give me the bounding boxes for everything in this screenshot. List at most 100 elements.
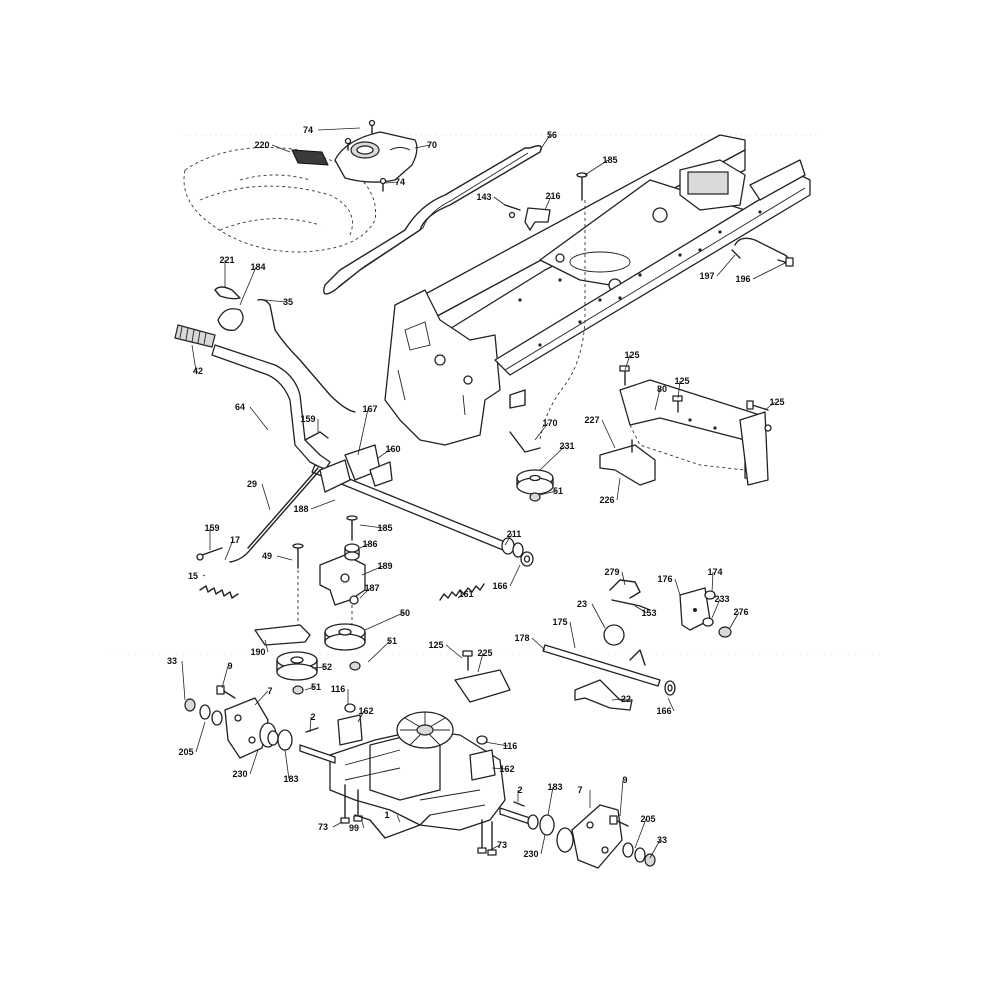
part-callout-160: 160 xyxy=(385,444,400,454)
part-callout-197: 197 xyxy=(699,271,714,281)
nut-51-top xyxy=(529,492,541,502)
part-callout-276: 276 xyxy=(733,607,748,617)
part-callout-50: 50 xyxy=(400,608,410,618)
bushing-183-right xyxy=(527,814,555,836)
callout-leader xyxy=(667,697,675,712)
callout-leader xyxy=(271,144,291,153)
callout-leader xyxy=(224,539,234,561)
spring-161 xyxy=(439,583,485,601)
pulley-231 xyxy=(516,469,554,495)
callout-leader xyxy=(539,490,557,496)
callout-leader xyxy=(357,408,369,456)
callout-leader xyxy=(361,565,384,576)
part-callout-190: 190 xyxy=(250,647,265,657)
part-callout-175: 175 xyxy=(552,617,567,627)
part-callout-51: 51 xyxy=(387,636,397,646)
callout-leader xyxy=(264,299,287,303)
part-callout-225: 225 xyxy=(477,648,492,658)
callout-leader xyxy=(377,448,392,459)
part-callout-1: 1 xyxy=(384,810,389,820)
part-callout-159: 159 xyxy=(300,414,315,424)
callout-leader xyxy=(491,767,506,770)
part-callout-185: 185 xyxy=(377,523,392,533)
washer-174 xyxy=(704,590,716,600)
callout-leader xyxy=(711,598,721,619)
callout-leader xyxy=(539,134,551,151)
bolt-185-mid xyxy=(346,515,358,541)
callout-leader xyxy=(332,821,343,828)
part-callout-15: 15 xyxy=(188,571,198,581)
callout-leader xyxy=(457,593,465,599)
part-callout-167: 167 xyxy=(362,404,377,414)
callout-leader xyxy=(569,621,576,649)
callout-leader xyxy=(619,779,624,817)
part-callout-186: 186 xyxy=(362,539,377,549)
callout-leader xyxy=(591,603,606,629)
part-callout-7: 7 xyxy=(267,686,272,696)
part-callout-161: 161 xyxy=(458,589,473,599)
callout-leader xyxy=(752,262,786,280)
part-callout-211: 211 xyxy=(507,529,522,539)
part-callout-166: 166 xyxy=(656,706,671,716)
callout-leader xyxy=(540,834,546,855)
callout-leader xyxy=(191,344,197,372)
callout-leader xyxy=(764,401,776,411)
part-callout-2: 2 xyxy=(310,712,315,722)
part-callout-125: 125 xyxy=(674,376,689,386)
knob-184 xyxy=(217,308,244,331)
part-callout-221: 221 xyxy=(219,255,234,265)
hitch-part xyxy=(731,237,790,264)
bolt-9-right xyxy=(609,815,629,827)
callout-leader xyxy=(674,578,681,596)
part-callout-51: 51 xyxy=(311,682,321,692)
callout-leader xyxy=(261,483,271,511)
part-callout-70: 70 xyxy=(427,140,437,150)
callout-leader xyxy=(624,354,631,371)
callout-leader xyxy=(716,254,736,277)
hub-7-right xyxy=(556,804,623,869)
part-callout-73: 73 xyxy=(497,840,507,850)
callout-leader xyxy=(477,652,484,673)
bushing-183-left xyxy=(267,729,293,751)
hood-ghost xyxy=(183,147,377,253)
callout-leader xyxy=(654,388,661,411)
callout-leader xyxy=(534,422,549,441)
callout-leader xyxy=(489,844,501,851)
part-callout-35: 35 xyxy=(283,297,293,307)
part-callout-42: 42 xyxy=(193,366,203,376)
callout-leader xyxy=(364,612,404,631)
bolts-73 xyxy=(340,784,497,856)
bracket-225 xyxy=(454,650,511,703)
part-callout-51: 51 xyxy=(553,486,563,496)
part-callout-56: 56 xyxy=(547,130,557,140)
part-callout-159: 159 xyxy=(204,523,219,533)
spring-15 xyxy=(199,585,239,599)
washer-233 xyxy=(702,617,714,627)
pin-2-right xyxy=(513,801,525,807)
bolt-9-left xyxy=(216,685,236,699)
part-callout-73: 73 xyxy=(318,822,328,832)
callout-leader xyxy=(359,524,384,529)
part-callout-23: 23 xyxy=(577,599,587,609)
part-callout-174: 174 xyxy=(707,567,722,577)
callout-leader xyxy=(601,419,616,449)
part-callout-162: 162 xyxy=(499,764,514,774)
callout-leader xyxy=(284,749,290,780)
rod-29 xyxy=(229,469,321,563)
callout-leader xyxy=(711,571,714,593)
callout-leader xyxy=(254,690,269,706)
bolt-196 xyxy=(777,257,794,267)
part-callout-2: 2 xyxy=(517,785,522,795)
nut-51-mid xyxy=(349,661,361,671)
callout-leader xyxy=(359,587,371,599)
part-callout-143: 143 xyxy=(476,192,491,202)
transaxle-part xyxy=(299,711,531,831)
part-callout-125: 125 xyxy=(428,640,443,650)
part-callout-9: 9 xyxy=(227,661,232,671)
bracket-80 xyxy=(619,379,769,486)
part-callout-216: 216 xyxy=(545,191,560,201)
callout-leader xyxy=(310,499,336,510)
screw-parts xyxy=(344,119,387,192)
part-callout-187: 187 xyxy=(364,583,379,593)
